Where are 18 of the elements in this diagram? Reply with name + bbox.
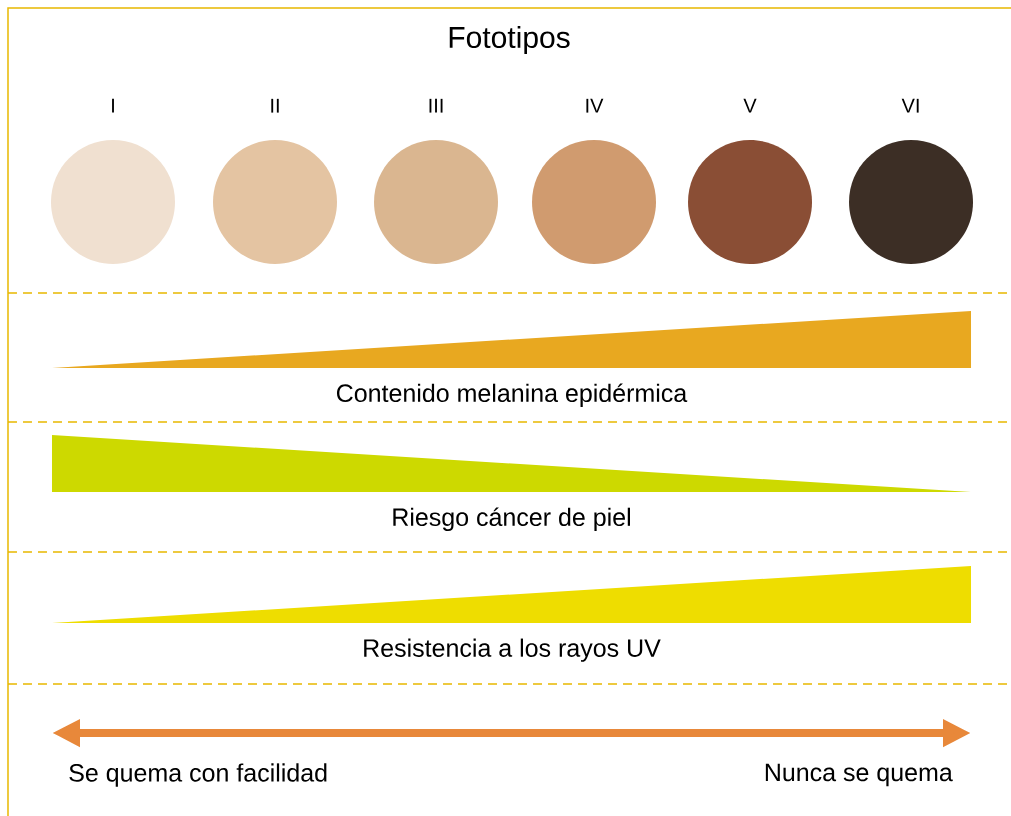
roman-numeral: I [112,98,114,113]
skin-tone-circle [688,140,812,264]
roman-numeral: VI [901,98,919,113]
skin-tone-circle [532,140,656,264]
skin-tone-circle [51,140,175,264]
roman-numeral: V [743,98,757,113]
scale-label: Resistencia a los rayos UV [364,638,661,662]
roman-numeral: II [271,98,279,113]
roman-numeral: III [429,98,443,113]
skin-tone-circle [849,140,973,264]
roman-numeral: IV [586,98,604,113]
scale-label: Riesgo cáncer de piel [393,507,630,531]
scale-label: Se quema con facilidad [69,763,327,787]
scale-label: Nunca se quema [765,763,953,787]
skin-tone-circle [374,140,498,264]
scale-label: Contenido melanina epidérmica [337,383,688,407]
title: Fototipos [449,26,570,54]
skin-tone-circle [213,140,337,264]
